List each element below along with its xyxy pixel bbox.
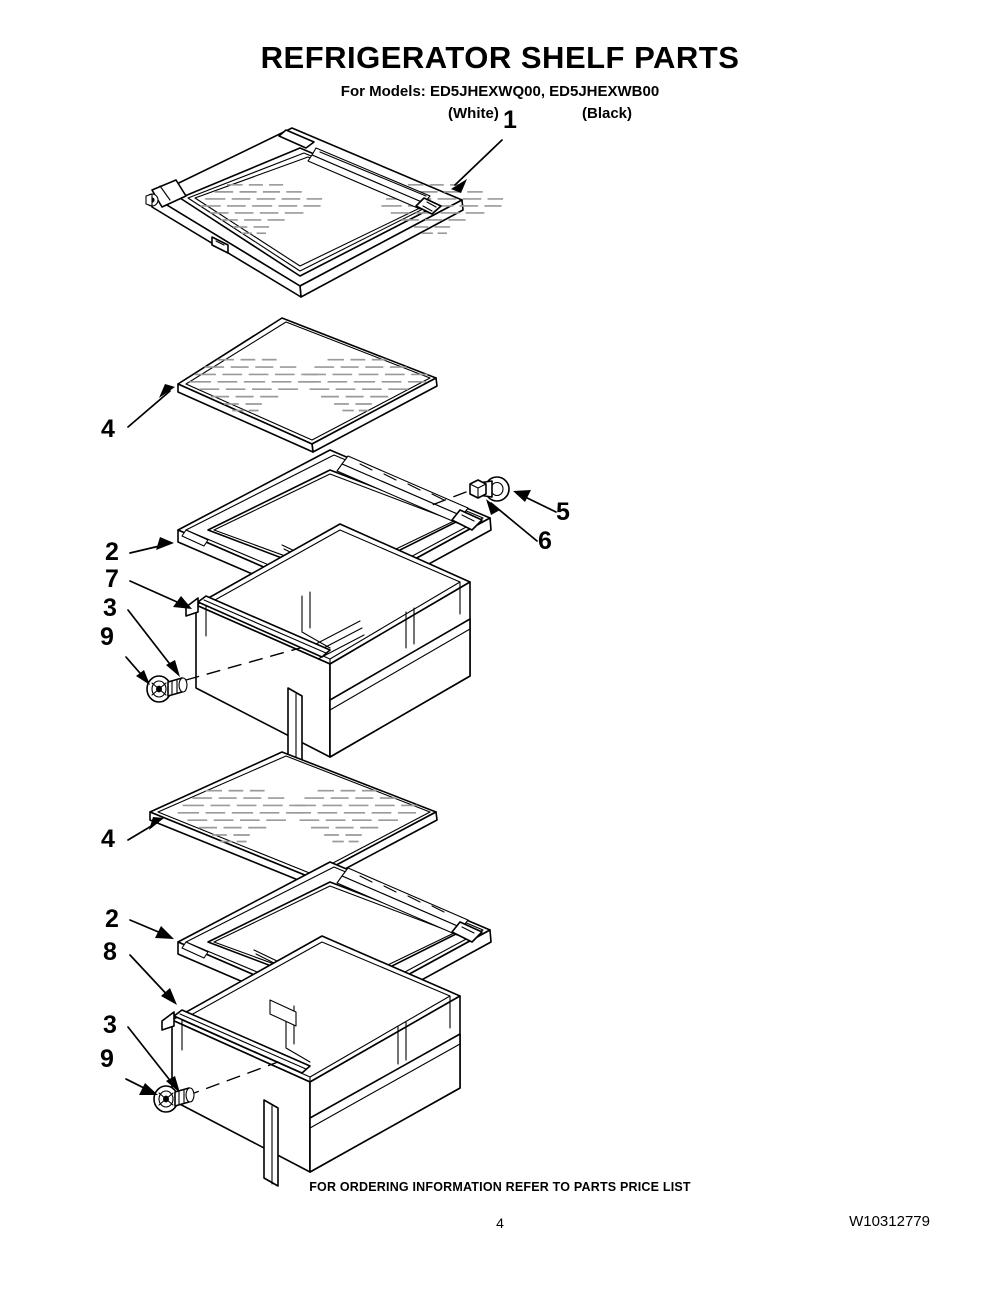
part-3-lower-crisper-drawer <box>125 935 461 1187</box>
page-number: 4 <box>496 1215 504 1231</box>
callout-1: 1 <box>503 106 517 134</box>
callout-numbers: 1 4 2 7 3 9 5 6 4 2 8 3 9 <box>100 106 570 1073</box>
callout-2-lower: 2 <box>105 905 119 933</box>
page-header: REFRIGERATOR SHELF PARTS For Models: ED5… <box>0 0 1000 123</box>
part-4-lower-glass-panel <box>127 751 438 887</box>
part-3-upper-crisper-drawer <box>125 523 471 773</box>
callout-3-lower: 3 <box>103 1011 117 1039</box>
part-4-upper-glass-panel <box>127 317 438 453</box>
callout-3-upper: 3 <box>103 594 117 622</box>
callout-6: 6 <box>538 527 552 555</box>
ordering-information-note: FOR ORDERING INFORMATION REFER TO PARTS … <box>309 1180 691 1194</box>
callout-7: 7 <box>105 565 119 593</box>
part-9-lower-roller-wheel <box>153 1085 195 1113</box>
callout-2-upper: 2 <box>105 538 119 566</box>
callout-5: 5 <box>556 498 570 526</box>
document-number: W10312779 <box>849 1213 930 1230</box>
finish-label-white: (White) <box>448 105 499 123</box>
callout-9-lower: 9 <box>100 1045 114 1073</box>
models-line: For Models: ED5JHEXWQ00, ED5JHEXWB00 <box>340 82 660 100</box>
finish-label-black: (Black) <box>582 105 633 123</box>
page-title: REFRIGERATOR SHELF PARTS <box>260 40 740 75</box>
callout-8: 8 <box>103 938 117 966</box>
part-5-6-roller-bushing-and-screw <box>431 476 557 542</box>
callout-9-upper: 9 <box>100 623 114 651</box>
finish-labels: (White) (Black) <box>0 105 1000 123</box>
part-1-glass-shelf-assembly <box>145 127 504 298</box>
part-9-upper-roller-wheel <box>146 675 188 703</box>
callout-4-upper: 4 <box>101 415 115 443</box>
callout-4-lower: 4 <box>101 825 115 853</box>
